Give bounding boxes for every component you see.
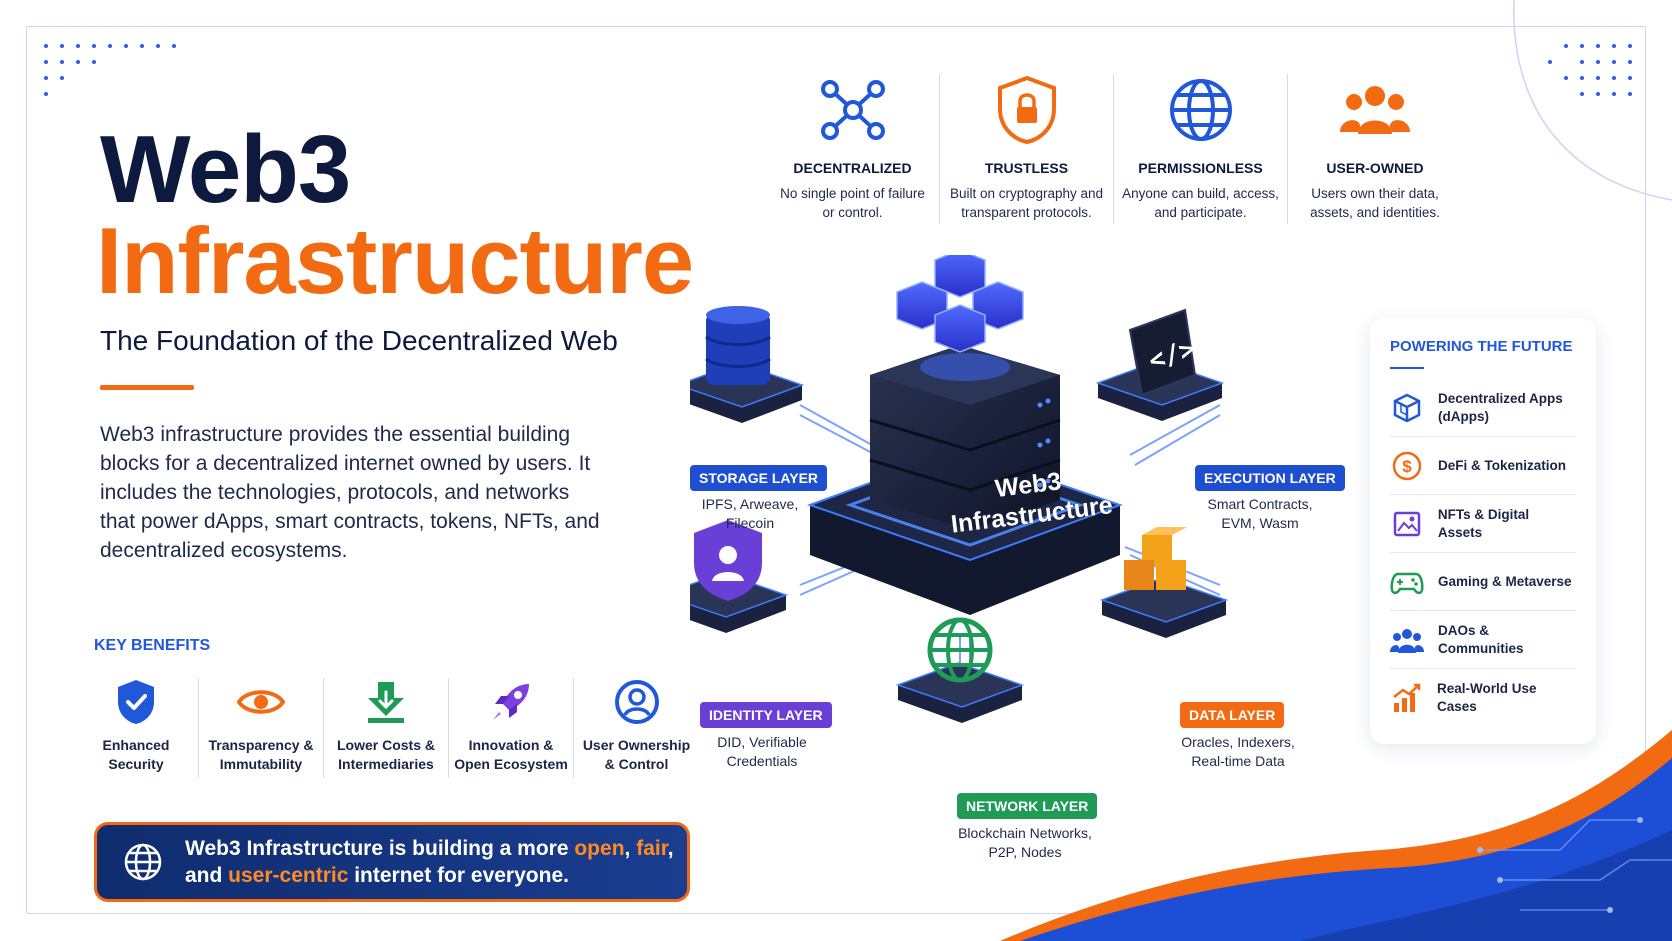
cube-cluster — [896, 255, 1024, 353]
identity-layer-tag: IDENTITY LAYER — [700, 702, 832, 728]
decor-dots-top-left — [44, 44, 176, 96]
list-item: NFTs & Digital Assets — [1390, 495, 1576, 553]
storage-pedestal — [690, 306, 805, 423]
list-item-label: Real-World Use Cases — [1437, 681, 1537, 714]
list-item: Real-World Use Cases — [1390, 669, 1576, 727]
principle-desc: No single point of failure or control. — [780, 186, 925, 220]
cube-icon — [1390, 391, 1424, 425]
principle-desc: Anyone can build, access, and participat… — [1122, 186, 1279, 220]
network-pedestal — [895, 617, 1025, 723]
svg-text:$: $ — [1402, 457, 1412, 476]
title-line2: Infrastructure — [96, 208, 694, 313]
principle-title: PERMISSIONLESS — [1138, 160, 1263, 176]
benefit-lower-costs: Lower Costs &Intermediaries — [324, 678, 449, 778]
powering-underline — [1390, 367, 1424, 369]
key-benefits-title: KEY BENEFITS — [94, 637, 211, 654]
principle-title: DECENTRALIZED — [793, 160, 912, 176]
list-item-label: Decentralized Apps(dApps) — [1438, 390, 1563, 424]
list-item-label: DAOs & Communities — [1438, 622, 1524, 656]
principle-title: USER-OWNED — [1326, 160, 1424, 176]
principle-title: TRUSTLESS — [984, 160, 1069, 176]
accent-bar — [100, 385, 194, 390]
decor-curve-top-right — [1513, 0, 1672, 201]
execution-layer-desc: Smart Contracts,EVM, Wasm — [1207, 496, 1313, 531]
list-item: $ DeFi & Tokenization — [1390, 437, 1576, 495]
principles-row: DECENTRALIZED No single point of failure… — [766, 74, 1462, 224]
principle-desc: Built on cryptography and transparent pr… — [949, 186, 1104, 220]
principle-user-owned: USER-OWNED Users own their data, assets,… — [1288, 74, 1462, 224]
benefit-label: Transparency &Immutability — [208, 737, 314, 772]
benefit-label: Lower Costs &Intermediaries — [336, 737, 435, 772]
decor-dots-top-right — [1548, 44, 1632, 96]
data-layer-tag: DATA LAYER — [1180, 702, 1285, 728]
list-item: DAOs & Communities — [1390, 611, 1576, 669]
storage-layer-desc: IPFS, Arweave,Filecoin — [701, 496, 799, 531]
user-circle-icon — [613, 678, 661, 726]
data-layer-desc: Oracles, Indexers,Real-time Data — [1181, 734, 1295, 769]
download-arrow-icon — [362, 678, 410, 726]
benefit-transparency: Transparency &Immutability — [199, 678, 324, 778]
principle-desc: Users own their data, assets, and identi… — [1310, 186, 1440, 220]
list-item-label: DeFi & Tokenization — [1438, 457, 1567, 473]
execution-layer-tag: EXECUTION LAYER — [1195, 465, 1345, 491]
globe-icon — [1165, 74, 1237, 146]
list-item-label: Gaming & Metaverse — [1438, 573, 1572, 589]
execution-pedestal: </> — [1095, 308, 1225, 421]
image-icon — [1390, 507, 1424, 541]
benefit-innovation: Innovation &Open Ecosystem — [449, 678, 574, 778]
benefit-label: User Ownership& Control — [582, 737, 691, 772]
benefit-label: Innovation &Open Ecosystem — [454, 737, 568, 772]
gamepad-icon — [1390, 565, 1424, 599]
dollar-coin-icon: $ — [1390, 449, 1424, 483]
identity-pedestal — [690, 520, 789, 633]
principle-trustless: TRUSTLESS Built on cryptography and tran… — [940, 74, 1114, 224]
network-layer-tag: NETWORK LAYER — [957, 793, 1098, 819]
globe-icon — [124, 843, 162, 881]
data-pedestal — [1099, 527, 1229, 638]
storage-layer-tag: STORAGE LAYER — [690, 465, 828, 491]
mission-banner: Web3 Infrastructure is building a more o… — [94, 822, 690, 902]
benefit-user-ownership: User Ownership& Control — [574, 678, 699, 778]
page-subtitle: The Foundation of the Decentralized Web — [100, 325, 618, 356]
shield-check-icon — [112, 678, 160, 726]
title-line1: Web3 — [100, 116, 351, 223]
list-item: Decentralized Apps(dApps) — [1390, 379, 1576, 437]
network-nodes-icon — [817, 74, 889, 146]
bar-chart-icon — [1390, 681, 1423, 715]
architecture-illustration: </> — [690, 255, 1229, 723]
rocket-icon — [487, 678, 535, 726]
principle-decentralized: DECENTRALIZED No single point of failure… — [766, 74, 940, 224]
banner-text: Web3 Infrastructure is building a more o… — [185, 837, 674, 887]
list-item: Gaming & Metaverse — [1390, 553, 1576, 611]
users-icon — [1339, 74, 1411, 146]
community-icon — [1390, 623, 1424, 657]
principle-permissionless: PERMISSIONLESS Anyone can build, access,… — [1114, 74, 1288, 224]
intro-paragraph: Web3 infrastructure provides the essenti… — [100, 423, 600, 562]
decor-wave-bottom-right — [1000, 730, 1672, 941]
eye-icon — [237, 678, 285, 726]
powering-list: Decentralized Apps(dApps) $ DeFi & Token… — [1390, 379, 1576, 727]
network-layer-desc: Blockchain Networks,P2P, Nodes — [958, 825, 1092, 860]
page-frame — [26, 26, 1646, 914]
powering-future-card: POWERING THE FUTURE Decentralized Apps(d… — [1370, 318, 1596, 744]
powering-title: POWERING THE FUTURE — [1390, 338, 1573, 355]
list-item-label: NFTs & Digital Assets — [1437, 506, 1530, 540]
shield-lock-icon — [991, 74, 1063, 146]
